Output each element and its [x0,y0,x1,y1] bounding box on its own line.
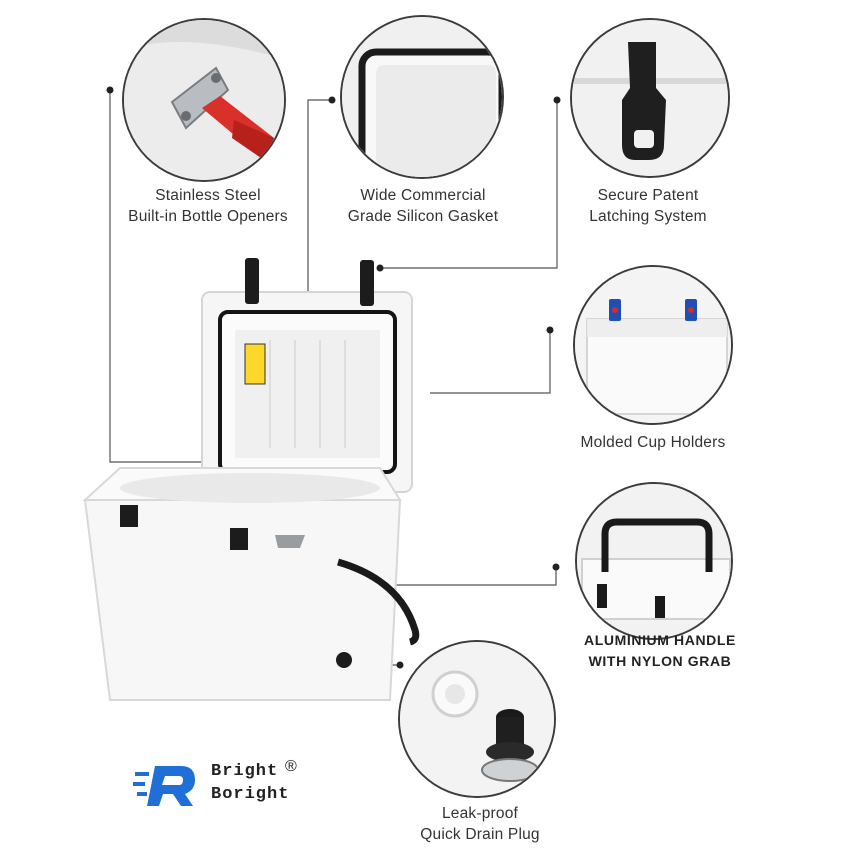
latch-circle [570,18,730,178]
latch-label: Secure Patent Latching System [589,187,707,225]
bottle-opener-icon [124,20,284,180]
bottle-opener-circle [122,18,286,182]
drain-plug-circle [398,640,556,798]
gasket-label: Wide Commercial Grade Silicon Gasket [347,187,499,225]
logo-icon [133,766,195,806]
gasket-icon [342,17,502,177]
handle-label: ALUMINIUM HANDLE WITH NYLON GRAB [584,632,736,669]
cooler-illustration [82,258,420,701]
registered-mark: ® [285,758,297,775]
drain-plug-icon [400,642,554,796]
latch-icon [572,20,728,176]
drain-plug-label: Leak-proof Quick Drain Plug [420,805,540,843]
cup-holders-icon [575,267,731,423]
brand-name-line2: Boright [211,785,290,804]
handle-circle [575,482,733,640]
brand-logo: Bright Boright ® [133,758,313,810]
bottle-opener-label: Stainless Steel Built-in Bottle Openers [128,187,288,225]
cup-holders-label: Molded Cup Holders [580,434,726,451]
cup-holders-circle [573,265,733,425]
handle-icon [577,484,731,638]
brand-name-line1: Bright [211,762,279,781]
gasket-circle [340,15,504,179]
